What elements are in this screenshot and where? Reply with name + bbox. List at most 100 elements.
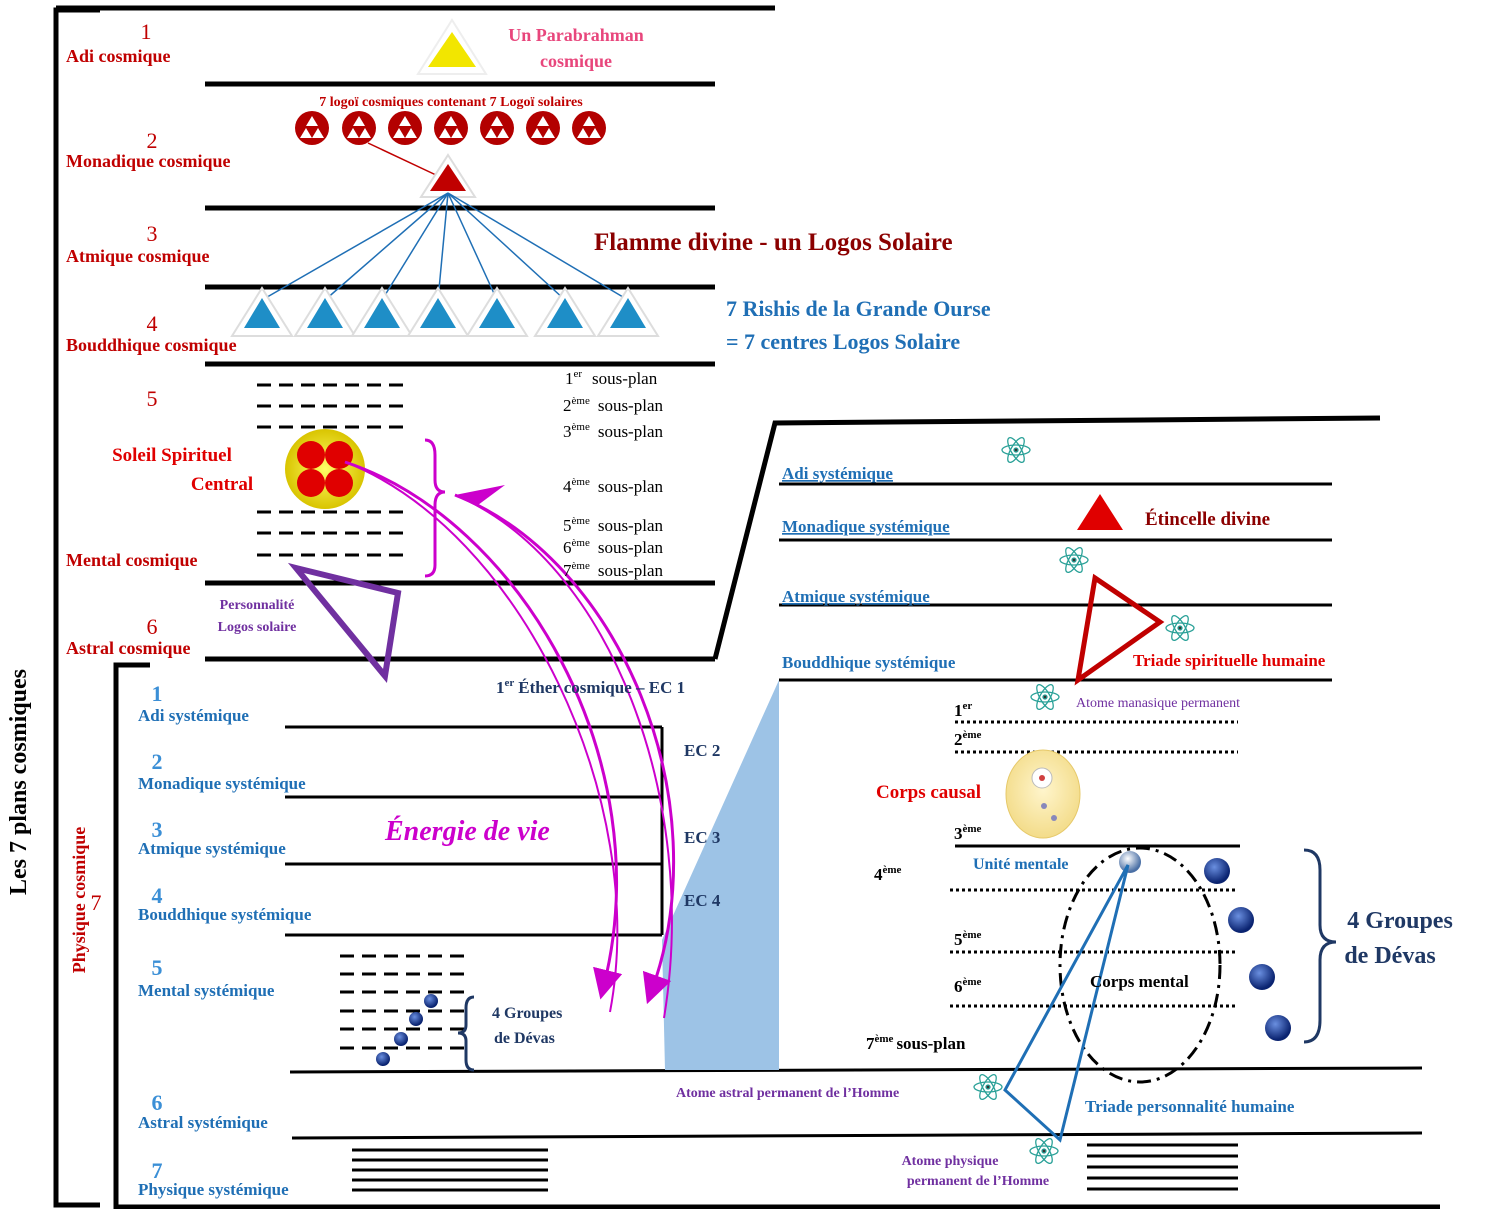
svg-text:3ème: 3ème xyxy=(954,823,982,843)
triade-spirituelle-label: Triade spirituelle humaine xyxy=(1133,651,1326,670)
cosmic-plane-name: Physique cosmique xyxy=(69,827,89,974)
systemic-number: 4 xyxy=(152,883,163,908)
systemic-left-labels: 1 Adi systémique 2 Monadique systémique … xyxy=(138,681,312,1199)
personnalite-logos-triangle xyxy=(287,562,402,684)
zoom-projection xyxy=(662,680,779,1070)
magenta-brace xyxy=(424,438,446,578)
etincelle-label: Étincelle divine xyxy=(1145,508,1270,530)
sous-plan-text: sous-plan xyxy=(598,538,664,557)
seven-logoi-label: 7 logoï cosmiques contenant 7 Logoï sola… xyxy=(319,95,583,110)
systemic-step-line xyxy=(712,415,1381,660)
big-deva-spheres xyxy=(1204,858,1291,1041)
personnalite-label-2: Logos solaire xyxy=(218,620,297,635)
ec4-label: EC 4 xyxy=(684,891,721,910)
atome-astral-label: Atome astral permanent de l’Homme xyxy=(676,1086,899,1101)
cosmic-plane-lines xyxy=(205,81,715,662)
svg-text:4ème: 4ème xyxy=(874,864,902,884)
systemic-right-lines xyxy=(779,482,1332,848)
ordinal-number: 4 xyxy=(563,477,572,496)
ordinal-suffix: er xyxy=(963,700,973,712)
atom-icon xyxy=(1030,683,1060,711)
ordinal-number: 1 xyxy=(565,369,574,388)
ordinal-suffix: ème xyxy=(572,560,590,572)
systemic-right-name: Adi systémique xyxy=(782,464,893,483)
ordinal-number: 3 xyxy=(563,422,572,441)
cosmic-plane-name: Mental cosmique xyxy=(66,550,197,570)
svg-text:6ème: 6ème xyxy=(954,976,982,996)
ordinal-number: 2 xyxy=(563,396,572,415)
ec3-label: EC 3 xyxy=(684,828,720,847)
rishis-label-2: = 7 centres Logos Solaire xyxy=(726,329,960,354)
cosmic-plane-number: 4 xyxy=(147,311,158,336)
sous-plan-text: sous-plan xyxy=(598,477,664,496)
logoi-inner-triangles xyxy=(300,116,601,138)
soleil-spirituel-label-1: Soleil Spirituel xyxy=(112,445,232,466)
sous-plan-text: sous-plan xyxy=(598,561,664,580)
ordinal-suffix: ème xyxy=(572,421,590,433)
energie-de-vie-arrows xyxy=(344,460,676,1019)
systemic-left-lines xyxy=(285,725,1423,1140)
parabrahman-triangle-icon xyxy=(416,18,488,75)
ordinal-number: 1 xyxy=(496,678,505,697)
ordinal-number: 6 xyxy=(563,538,572,557)
physique-stripes xyxy=(352,1143,1238,1192)
unite-mentale-label: Unité mentale xyxy=(973,856,1069,873)
systemic-name: Adi systémique xyxy=(138,706,249,725)
rishis-rays xyxy=(261,192,629,301)
ordinal-suffix: ème xyxy=(963,976,982,988)
ordinal-number: 2 xyxy=(954,730,963,749)
flamme-divine-label: Flamme divine - un Logos Solaire xyxy=(594,229,953,256)
seven-logoi-circles xyxy=(295,111,606,145)
cosmic-plane-labels: 1 Adi cosmique 2 Monadique cosmique 3 At… xyxy=(66,19,237,973)
cosmic-plane-name: Monadique cosmique xyxy=(66,151,231,171)
cosmic-plane-number: 2 xyxy=(147,128,158,153)
systemic-right-name: Bouddhique systémique xyxy=(782,653,956,672)
sous-plan-text: sous-plan xyxy=(598,516,664,535)
atom-icon xyxy=(1059,546,1089,574)
systemic-right-name: Monadique systémique xyxy=(782,517,950,536)
cosmic-plane-name: Bouddhique cosmique xyxy=(66,335,237,355)
atom-icons xyxy=(973,436,1195,1165)
corps-mental-ellipse xyxy=(1058,846,1222,1084)
ordinal-number: 3 xyxy=(954,824,963,843)
small-deva-brace xyxy=(457,995,475,1072)
atome-physique-label-2: permanent de l’Homme xyxy=(907,1174,1049,1189)
ordinal-suffix: ème xyxy=(963,823,982,835)
systemic-number: 5 xyxy=(152,955,163,980)
ordinal-number: 7 xyxy=(563,561,572,580)
ordinal-suffix: ème xyxy=(963,929,982,941)
small-devas-label-1: 4 Groupes xyxy=(492,1005,562,1022)
ordinal-number: 4 xyxy=(874,865,883,884)
cosmic-plane-number: 1 xyxy=(141,19,152,44)
atom-icon xyxy=(1001,436,1031,464)
systemic-number: 6 xyxy=(152,1090,163,1115)
systemic-number: 3 xyxy=(152,817,163,842)
ordinal-number: 6 xyxy=(954,977,963,996)
ordinal-number: 1 xyxy=(954,701,963,720)
rishis-label-1: 7 Rishis de la Grande Ourse xyxy=(726,296,991,321)
systemic-right-labels: Adi systémique Monadique systémique Atmi… xyxy=(782,464,950,606)
atom-icon xyxy=(1029,1137,1059,1165)
ordinal-number: 7 xyxy=(866,1034,875,1053)
systemic-number: 2 xyxy=(152,749,163,774)
small-deva-spheres xyxy=(376,994,438,1066)
ordinal-suffix: er xyxy=(574,368,583,380)
ordinal-suffix: ème xyxy=(963,729,982,741)
triade-spirituelle-triangle xyxy=(1074,573,1165,686)
systemic-right-name: Atmique systémique xyxy=(782,587,930,606)
atom-icon xyxy=(1165,614,1195,642)
ordinal-suffix: ème xyxy=(875,1033,894,1045)
ec2-label: EC 2 xyxy=(684,741,720,760)
systemic-name: Mental systémique xyxy=(138,981,275,1000)
big-devas-label-1: 4 Groupes xyxy=(1347,908,1453,934)
cosmic-plane-number: 7 xyxy=(91,890,102,915)
systemic-name: Monadique systémique xyxy=(138,774,306,793)
